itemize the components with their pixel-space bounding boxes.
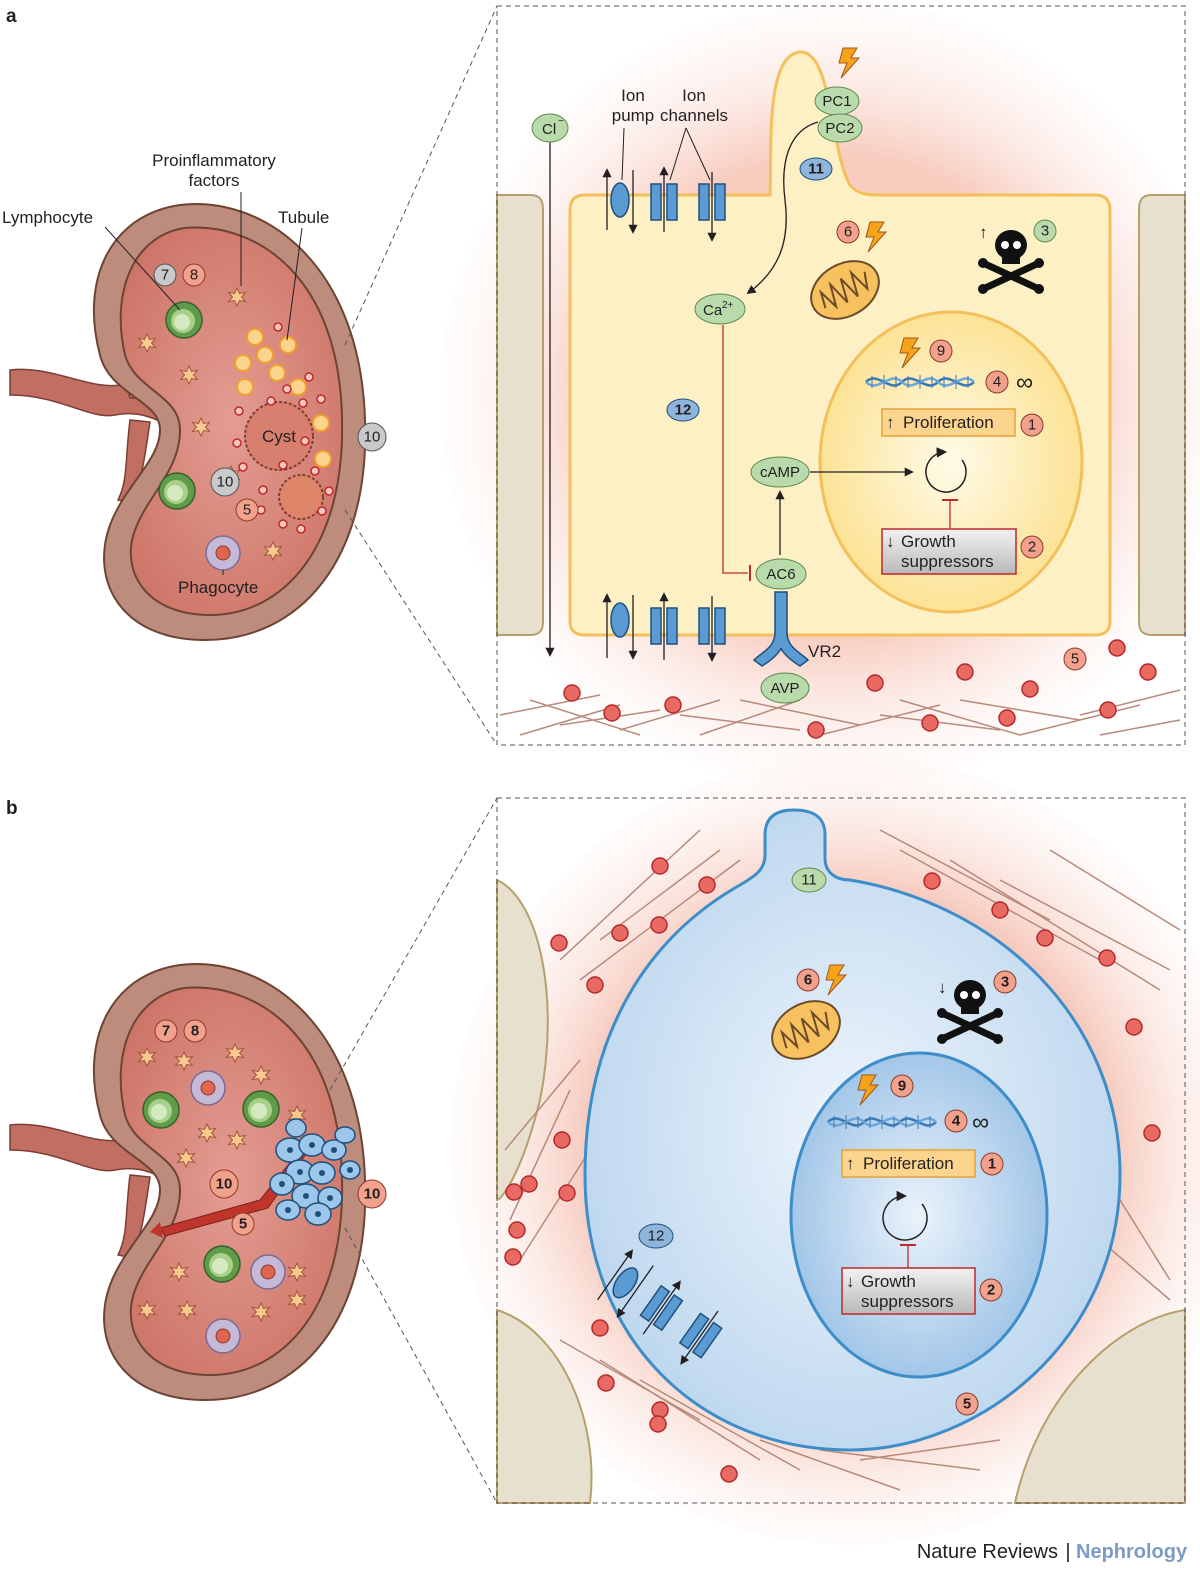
zoom-line-a-top (344, 5, 498, 346)
growth-label-a-1: Growth (901, 532, 956, 551)
phagocyte-a (205, 535, 241, 571)
svg-text:6: 6 (844, 224, 852, 241)
zoom-line-b-bottom (344, 1227, 498, 1504)
growth-suppressors-box-a (881, 528, 1017, 575)
svg-text:3: 3 (1041, 223, 1049, 240)
proinflammatory-label-1: Proinflammatory (152, 151, 276, 170)
svg-text:10: 10 (217, 474, 234, 491)
panel-a-letter: a (6, 6, 17, 27)
ion-channels-label-1: Ion (682, 86, 706, 105)
kidney-b-contents (138, 1043, 361, 1354)
proinflammatory-label-2: factors (188, 171, 239, 190)
cyst-label: Cyst (262, 427, 296, 446)
svg-text:2: 2 (1028, 539, 1036, 556)
proliferation-box-a (881, 408, 1016, 437)
svg-text:3: 3 (1001, 974, 1009, 991)
ion-pump-bottom (610, 602, 630, 638)
svg-text:1: 1 (988, 1156, 996, 1173)
vr2-label: VR2 (808, 642, 841, 661)
footer-journal: Nature Reviews (917, 1541, 1058, 1563)
ac6-label: AC6 (766, 566, 795, 583)
zoom-line-b-top (329, 797, 498, 1091)
zoom-line-a-bottom (344, 509, 498, 746)
lymphocyte-a2 (158, 472, 196, 510)
kidney-a-contents: Cyst (138, 287, 334, 571)
proliferation-label-b: Proliferation (863, 1154, 954, 1173)
growth-down-arrow-a: ↓ (886, 532, 895, 551)
cell-b-contents: 11 6 ↓ 3 9 4 ∞ ↑ Proliferation 1 ↓ Growt… (597, 867, 1017, 1416)
growth-label-b-2: suppressors (861, 1292, 954, 1311)
svg-text:4: 4 (993, 374, 1001, 391)
badge-11-a: 11 (808, 161, 824, 178)
cell-a-contents: Cl − Ion pump Ion channels PC1 PC2 11 (531, 47, 1087, 704)
calcium-sup: 2+ (722, 300, 734, 311)
proliferation-box-b (841, 1149, 976, 1178)
camp-label: cAMP (760, 464, 800, 481)
proliferation-arrow-b: ↑ (846, 1154, 855, 1173)
kidney-a-labels: Lymphocyte Proinflammatory factors Tubul… (2, 151, 329, 597)
svg-text:5: 5 (963, 1396, 971, 1413)
chloride-sup: − (558, 116, 564, 127)
avp-label: AVP (771, 680, 800, 697)
proliferation-arrow-a: ↑ (886, 413, 895, 432)
tubule-label: Tubule (278, 208, 329, 227)
svg-text:8: 8 (190, 267, 198, 284)
panel-a-frame (496, 5, 1186, 746)
nucleus-b (789, 1051, 1049, 1379)
svg-text:7: 7 (162, 1023, 170, 1040)
growth-label-b-1: Growth (861, 1272, 916, 1291)
ion-pump-top (610, 182, 630, 218)
ion-pump-label-2: pump (612, 106, 655, 125)
growth-suppressors-box-b (841, 1267, 976, 1315)
badge-12-b: 12 (648, 1228, 665, 1245)
footer: Nature Reviews | Nephrology (917, 1541, 1188, 1563)
chloride-label: Cl (542, 121, 556, 138)
svg-text:10: 10 (216, 1176, 233, 1193)
badge-12-a: 12 (675, 402, 692, 419)
ion-pump-label-1: Ion (621, 86, 645, 105)
ion-channels-label-2: channels (660, 106, 728, 125)
svg-text:9: 9 (937, 343, 945, 360)
lymphocyte-label: Lymphocyte (2, 208, 93, 227)
panel-b-letter: b (6, 798, 18, 819)
footer-separator: | (1065, 1541, 1070, 1563)
cell-panel-b (450, 755, 1200, 1545)
growth-down-arrow-b: ↓ (846, 1272, 855, 1291)
svg-text:2: 2 (987, 1282, 995, 1299)
skull-down-arrow-b: ↓ (938, 978, 947, 997)
pc1-label: PC1 (822, 93, 851, 110)
footer-subject: Nephrology (1076, 1541, 1188, 1563)
svg-text:9: 9 (898, 1078, 906, 1095)
pc2-label: PC2 (825, 120, 854, 137)
proliferation-label-a: Proliferation (903, 413, 994, 432)
svg-text:5: 5 (1071, 651, 1079, 668)
infinity-b: ∞ (972, 1109, 989, 1136)
svg-text:5: 5 (239, 1216, 247, 1233)
growth-label-a-2: suppressors (901, 552, 994, 571)
svg-text:8: 8 (191, 1023, 199, 1040)
svg-text:5: 5 (243, 502, 251, 519)
kidney-a-badges: 7 8 10 5 10 (153, 263, 387, 522)
badge-11-b: 11 (801, 872, 817, 889)
svg-text:10: 10 (364, 429, 381, 446)
ecm-fibres-a (499, 689, 1181, 736)
calcium-label: Ca (703, 302, 723, 319)
svg-text:10: 10 (364, 1186, 381, 1203)
infinity-a: ∞ (1016, 369, 1033, 396)
skull-up-arrow-a: ↑ (979, 223, 988, 242)
panel-b-frame (496, 797, 1186, 1504)
vr2-receptor (752, 591, 810, 667)
kidney-b-badges: 7 8 10 5 10 (154, 1019, 387, 1236)
svg-text:4: 4 (952, 1113, 961, 1130)
svg-text:1: 1 (1028, 417, 1036, 434)
svg-text:7: 7 (161, 267, 169, 284)
lymphocyte-a1 (165, 301, 203, 339)
svg-text:6: 6 (804, 972, 812, 989)
phagocyte-label: Phagocyte (178, 578, 258, 597)
